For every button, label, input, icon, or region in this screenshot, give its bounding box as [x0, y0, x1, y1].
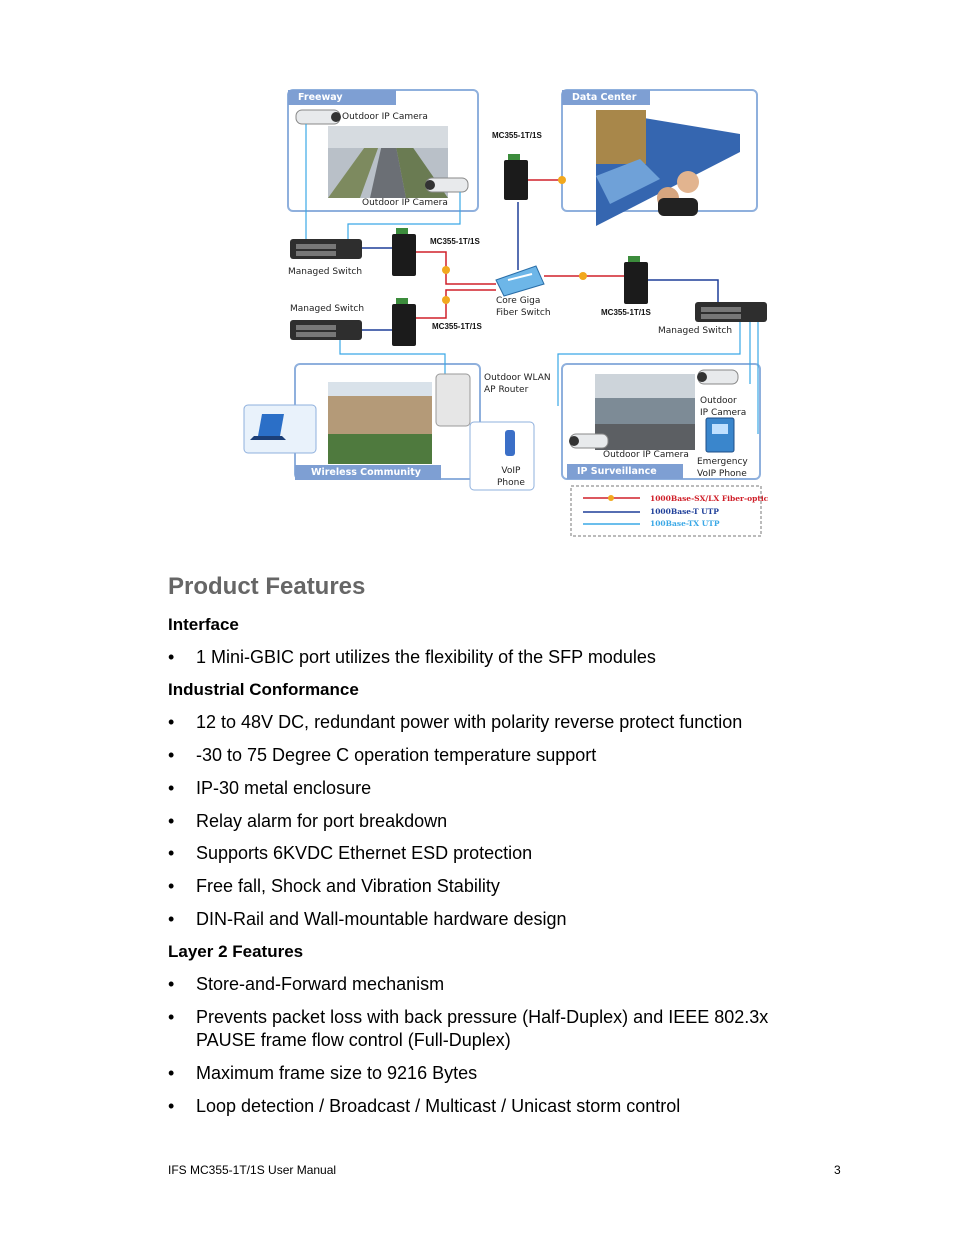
list-item-text: Supports 6KVDC Ethernet ESD protection — [196, 842, 816, 865]
camera-icon-surveillance-left — [569, 434, 608, 448]
section-title-layer2: Layer 2 Features — [168, 942, 303, 962]
footer-page-number: 3 — [834, 1163, 841, 1177]
label-voip-phone: VoIP Phone — [497, 465, 525, 489]
bullet-marker: • — [168, 777, 174, 800]
mc355-device-icon-top — [504, 154, 528, 200]
wireless-tab: Wireless Community — [295, 465, 441, 480]
label-outdoor-ip-camera-bottom: Outdoor IP Camera — [362, 197, 448, 209]
label-mc355-left-upper: MC355-1T/1S — [430, 237, 480, 246]
managed-switch-icon-lower — [290, 320, 362, 340]
label-emergency-phone: Emergency VoIP Phone — [697, 456, 748, 480]
section-title-industrial: Industrial Conformance — [168, 680, 359, 700]
datacenter-tab: Data Center — [562, 90, 650, 105]
freeway-tab: Freeway — [288, 90, 396, 105]
bullet-marker: • — [168, 810, 174, 833]
label-outdoor-ip-camera-surv-right: Outdoor IP Camera — [700, 395, 746, 419]
camera-icon-freeway-top — [296, 110, 341, 124]
bullet-marker: • — [168, 908, 174, 931]
bullet-marker: • — [168, 744, 174, 767]
label-mc355-top: MC355-1T/1S — [492, 131, 542, 140]
camera-icon-freeway-bottom — [425, 178, 468, 192]
operator-head-1 — [677, 171, 699, 193]
footer-manual-title: IFS MC355-1T/1S User Manual — [168, 1163, 336, 1177]
voip-phone-icon — [505, 430, 515, 456]
label-outdoor-ip-camera-top: Outdoor IP Camera — [342, 111, 428, 123]
bullet-marker: • — [168, 1006, 174, 1029]
emergency-phone-icon — [706, 418, 734, 452]
bullet-marker: • — [168, 875, 174, 898]
list-item-text: 12 to 48V DC, redundant power with polar… — [196, 711, 816, 734]
label-mc355-left-lower: MC355-1T/1S — [432, 322, 482, 331]
label-mc355-right: MC355-1T/1S — [601, 308, 651, 317]
legend-utp-1000: 1000Base-T UTP — [650, 507, 719, 516]
mc355-device-icon-left-lower — [392, 298, 416, 346]
label-managed-switch-right: Managed Switch — [658, 325, 732, 337]
managed-switch-icon-upper — [290, 239, 362, 259]
camera-icon-surveillance-right — [697, 370, 738, 384]
list-item-text: DIN-Rail and Wall-mountable hardware des… — [196, 908, 816, 931]
legend-fiber: 1000Base-SX/LX Fiber-optic — [650, 494, 768, 503]
bullet-marker: • — [168, 973, 174, 996]
label-outdoor-ip-camera-surv-bottom: Outdoor IP Camera — [603, 449, 689, 461]
wlan-router-icon — [436, 374, 470, 426]
label-managed-switch-upper: Managed Switch — [288, 266, 362, 278]
list-item-text: Maximum frame size to 9216 Bytes — [196, 1062, 816, 1085]
surveillance-tab: IP Surveillance — [567, 464, 683, 479]
label-managed-switch-lower: Managed Switch — [290, 303, 364, 315]
list-item-text: Store-and-Forward mechanism — [196, 973, 816, 996]
mc355-device-icon-left-upper — [392, 228, 416, 276]
legend-utp-100: 100Base-TX UTP — [650, 519, 720, 528]
bullet-marker: • — [168, 1095, 174, 1118]
label-wlan-router: Outdoor WLAN AP Router — [484, 372, 551, 396]
core-fiber-switch-icon — [496, 266, 544, 296]
page-heading: Product Features — [168, 573, 365, 601]
bullet-marker: • — [168, 842, 174, 865]
list-item-text: IP-30 metal enclosure — [196, 777, 816, 800]
list-item-text: Prevents packet loss with back pressure … — [196, 1006, 796, 1052]
managed-switch-icon-right — [695, 302, 767, 322]
network-application-diagram: Freeway Data Center Wireless Community I… — [240, 84, 770, 544]
list-item-text: 1 Mini-GBIC port utilizes the flexibilit… — [196, 646, 816, 669]
list-item-text: -30 to 75 Degree C operation temperature… — [196, 744, 816, 767]
list-item-text: Relay alarm for port breakdown — [196, 810, 816, 833]
bullet-marker: • — [168, 646, 174, 669]
bullet-marker: • — [168, 711, 174, 734]
label-core-switch: Core Giga Fiber Switch — [496, 295, 551, 319]
list-item-text: Loop detection / Broadcast / Multicast /… — [196, 1095, 816, 1118]
section-title-interface: Interface — [168, 615, 239, 635]
mc355-device-icon-right — [624, 256, 648, 304]
list-item-text: Free fall, Shock and Vibration Stability — [196, 875, 816, 898]
bullet-marker: • — [168, 1062, 174, 1085]
